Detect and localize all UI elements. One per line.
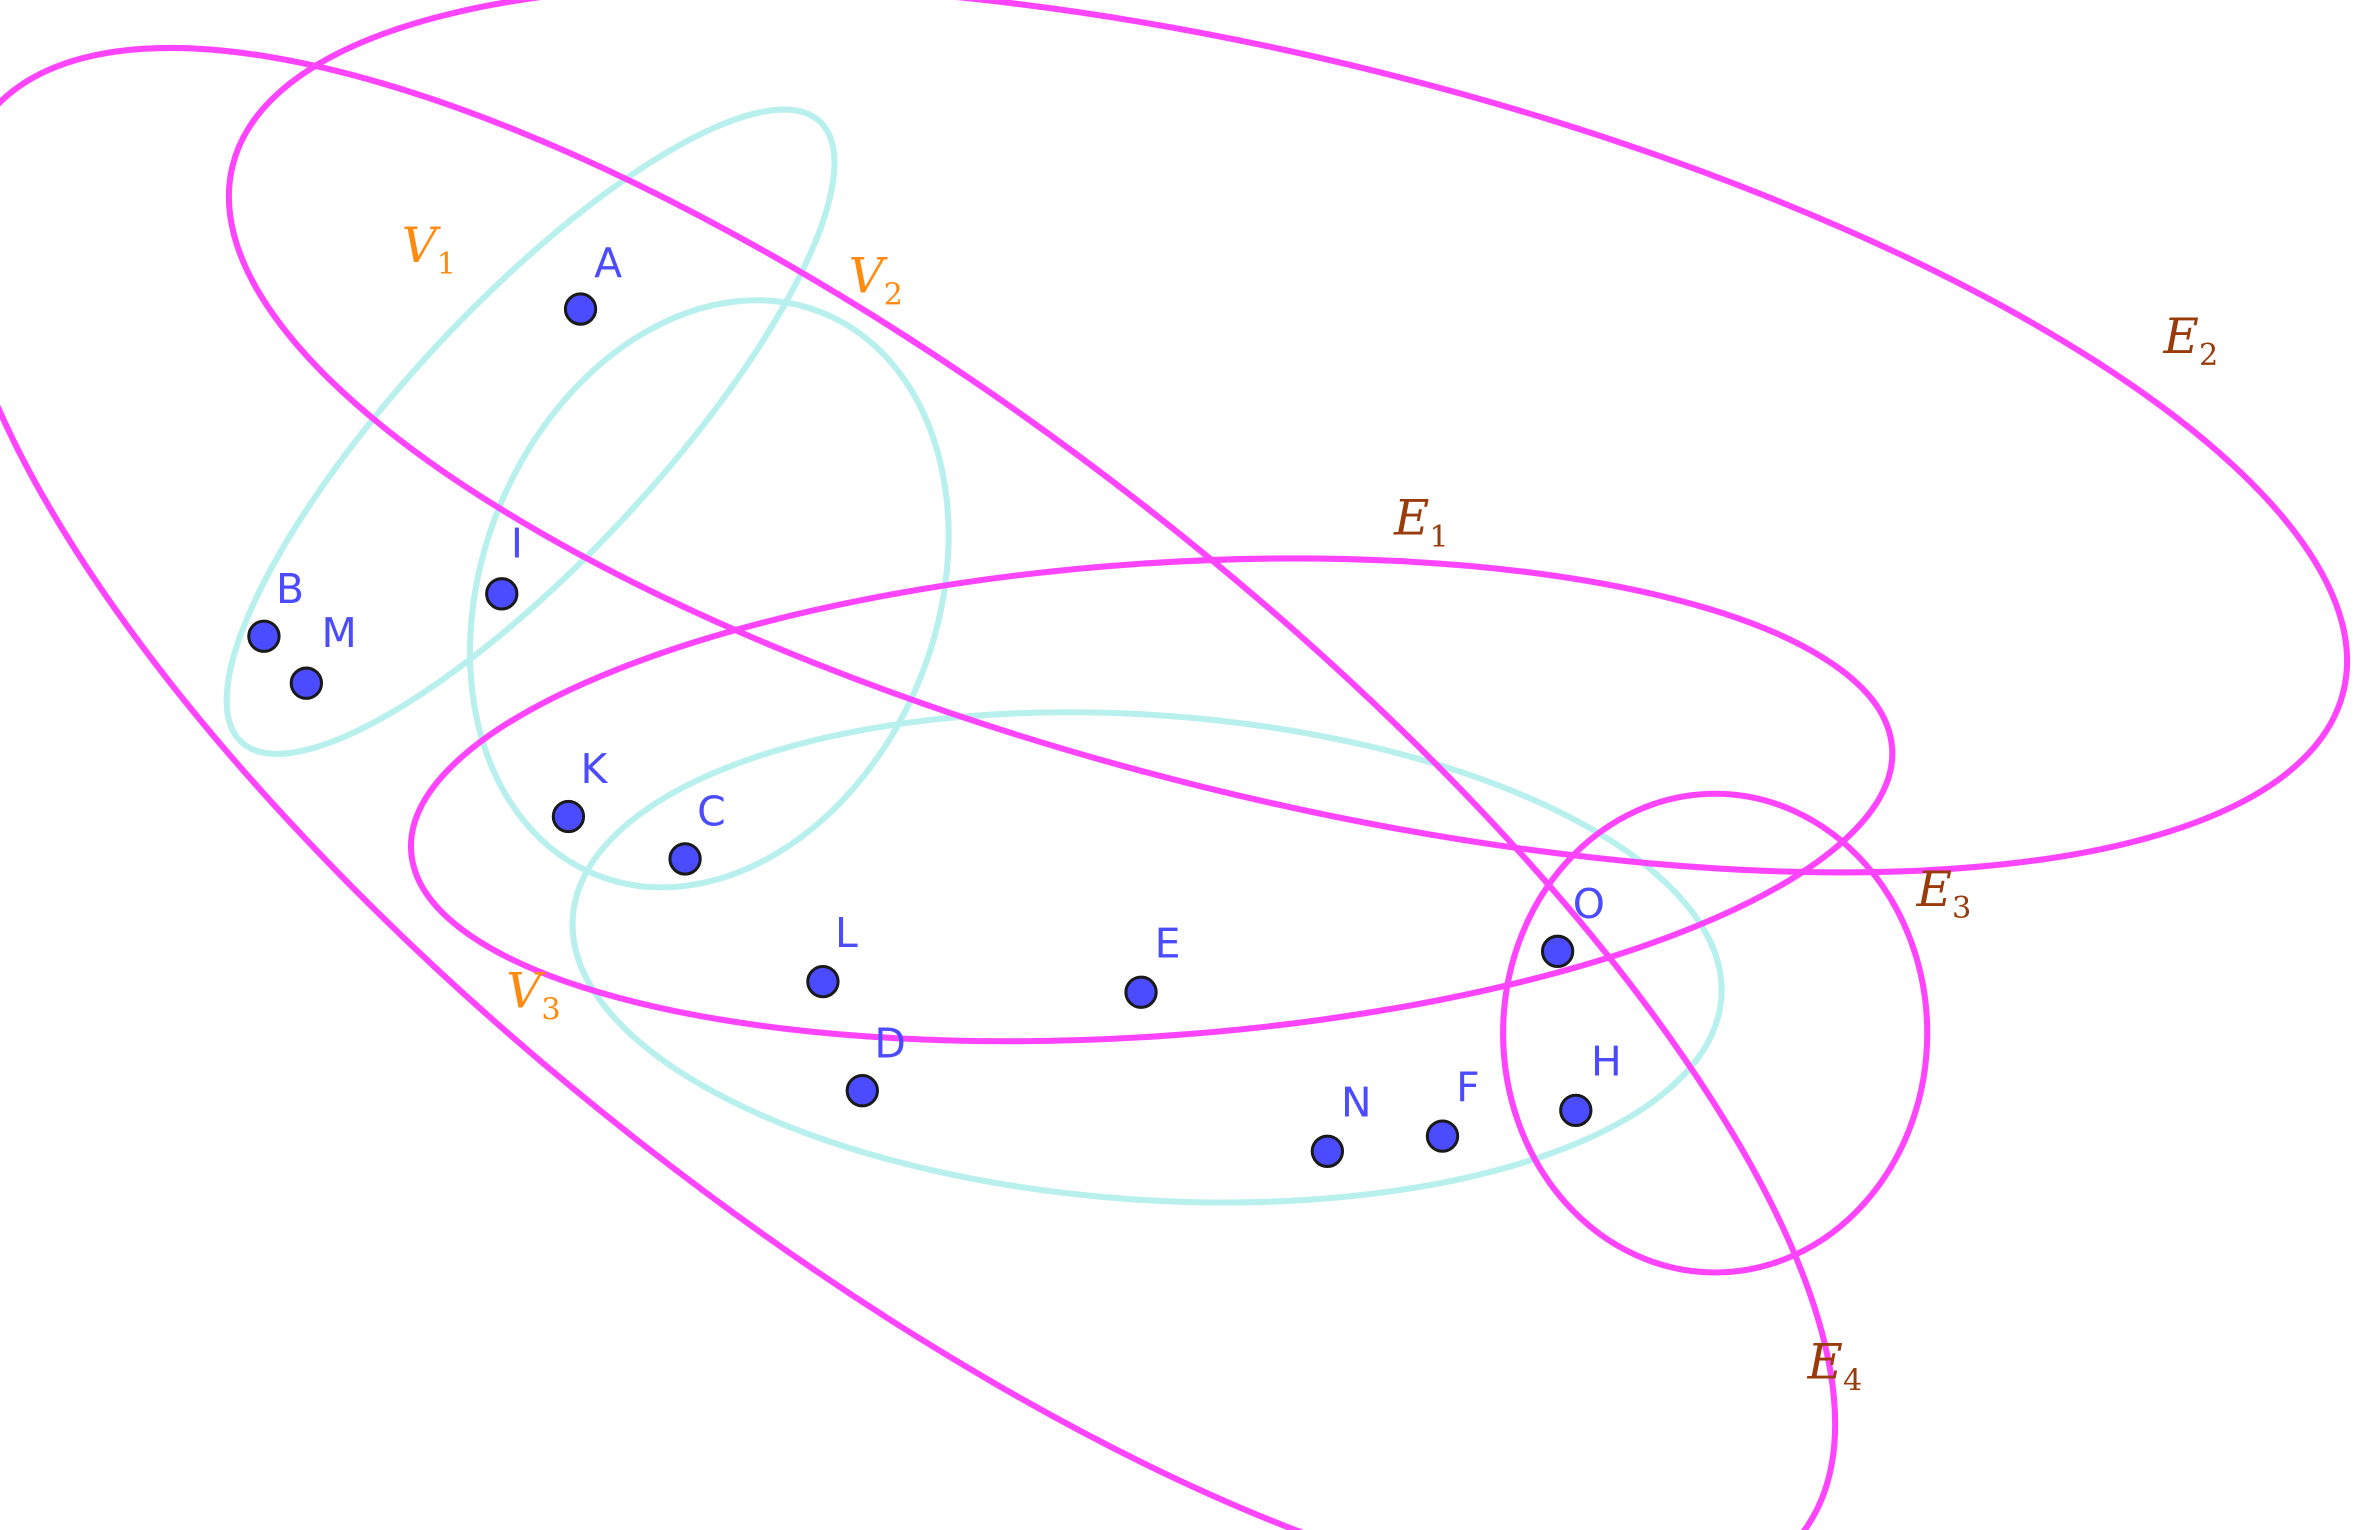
- node-label-M: M: [322, 609, 357, 657]
- node-label-K: K: [581, 745, 609, 793]
- node-label-I: I: [511, 519, 523, 567]
- node-D[interactable]: D: [845, 1019, 906, 1108]
- label-V1: V1: [402, 218, 456, 282]
- label-E3: E3: [1916, 862, 1972, 926]
- node-label-L: L: [835, 909, 858, 957]
- node-label-H: H: [1591, 1038, 1622, 1086]
- nodes: A B M I K C L D E N F O H: [247, 239, 1622, 1168]
- node-N[interactable]: N: [1310, 1078, 1372, 1168]
- node-I[interactable]: I: [485, 519, 523, 611]
- hyperedge-E4: [0, 44, 1839, 1530]
- hyperedge-E1: [407, 555, 1896, 1045]
- node-M[interactable]: M: [289, 609, 357, 700]
- vertex-set-V1: [223, 106, 838, 757]
- label-E1: E1: [1393, 491, 1449, 555]
- node-label-N: N: [1341, 1078, 1372, 1126]
- node-label-A: A: [594, 239, 622, 287]
- node-A[interactable]: A: [563, 239, 622, 326]
- node-label-D: D: [874, 1019, 906, 1067]
- vertex-set-V3: [569, 709, 1725, 1206]
- node-L[interactable]: L: [806, 909, 858, 999]
- node-K[interactable]: K: [551, 745, 609, 834]
- hyperedge-E2: [225, 0, 2351, 876]
- node-C[interactable]: C: [668, 788, 726, 876]
- set-labels: V1 V2 V3 E1 E2 E3 E4: [402, 218, 2218, 1399]
- vertex-set-V2: [466, 297, 952, 891]
- label-V3: V3: [506, 963, 560, 1027]
- node-B[interactable]: B: [247, 565, 304, 653]
- label-E4: E4: [1807, 1335, 1863, 1399]
- node-O[interactable]: O: [1540, 880, 1605, 968]
- node-E[interactable]: E: [1124, 919, 1181, 1009]
- vertex-sets: [223, 106, 1725, 1206]
- node-label-E: E: [1155, 919, 1181, 967]
- node-H[interactable]: H: [1559, 1038, 1622, 1128]
- node-label-F: F: [1456, 1063, 1480, 1111]
- node-label-B: B: [276, 565, 304, 613]
- node-F[interactable]: F: [1425, 1063, 1480, 1153]
- label-E2: E2: [2163, 309, 2219, 373]
- node-label-O: O: [1573, 880, 1605, 928]
- node-label-C: C: [697, 788, 726, 836]
- label-V2: V2: [849, 248, 903, 312]
- hyperedge-E3: [1500, 790, 1931, 1276]
